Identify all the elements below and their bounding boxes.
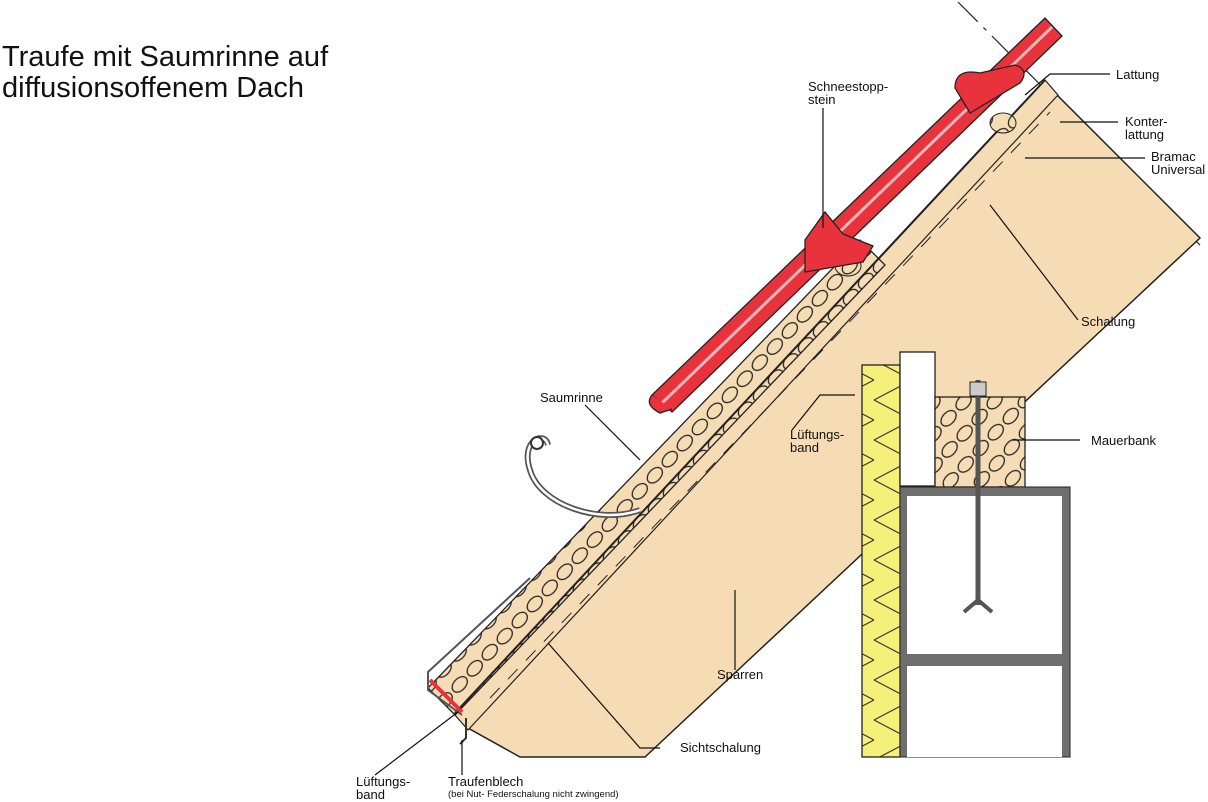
label-saumrinne: Saumrinne <box>540 390 603 405</box>
label-traufenblech-note: (bei Nut- Federschalung nicht zwingend) <box>448 789 619 800</box>
label-line: Bramac <box>1151 149 1196 164</box>
label-schneestoppstein: Schneestopp-stein <box>808 80 888 106</box>
label-mauerbank: Mauerbank <box>1091 433 1157 448</box>
schneestoppstein <box>804 210 874 273</box>
wall-post <box>899 351 936 487</box>
bolt-nut <box>969 381 987 397</box>
label-traufenblech: Traufenblech <box>448 774 524 789</box>
lattung-batten <box>989 112 1017 134</box>
label-line: Schneestopp- <box>808 79 889 94</box>
traufenblech <box>427 577 531 716</box>
label-lueftungsband-top: Lüftungs-band <box>790 428 844 454</box>
label-sparren: Sparren <box>717 667 764 682</box>
label-line: lattung <box>1125 127 1165 142</box>
label-line: band <box>356 787 385 802</box>
label-line: Lüftungs- <box>790 427 845 442</box>
label-schalung: Schalung <box>1081 314 1136 329</box>
tile-ridge <box>954 64 1025 114</box>
insulation <box>861 364 901 758</box>
sparren-rafter <box>466 91 1202 758</box>
label-sichtschalung: Sichtschalung <box>680 740 761 755</box>
label-line: Konter- <box>1125 114 1168 129</box>
label-lueftungsband-bottom: Lüftungs-band <box>356 775 410 801</box>
gutter-bead <box>530 436 544 450</box>
label-line: Lüftungs- <box>356 774 411 789</box>
masonry-block <box>907 496 1062 654</box>
sichtschalung-joints <box>489 111 1051 699</box>
label-lattung: Lattung <box>1116 67 1160 82</box>
label-line: band <box>790 440 819 455</box>
diagram-title: Traufe mit Saumrinne auf diffusionsoffen… <box>2 42 422 104</box>
title-line-1: Traufe mit Saumrinne auf <box>2 41 329 73</box>
title-line-2: diffusionsoffenem Dach <box>2 72 305 104</box>
leader-lines <box>374 73 1145 776</box>
konterlattung-layer <box>427 239 886 716</box>
label-konterlattung: Konter-lattung <box>1125 115 1168 141</box>
bramac-universal-membrane <box>454 79 1046 714</box>
masonry-block <box>907 666 1062 757</box>
lueftungsband-eave <box>428 678 464 714</box>
tile-nose <box>648 394 673 414</box>
label-line: stein <box>808 92 836 107</box>
bolt-anchor <box>962 597 994 614</box>
label-line: Universal <box>1151 162 1206 177</box>
